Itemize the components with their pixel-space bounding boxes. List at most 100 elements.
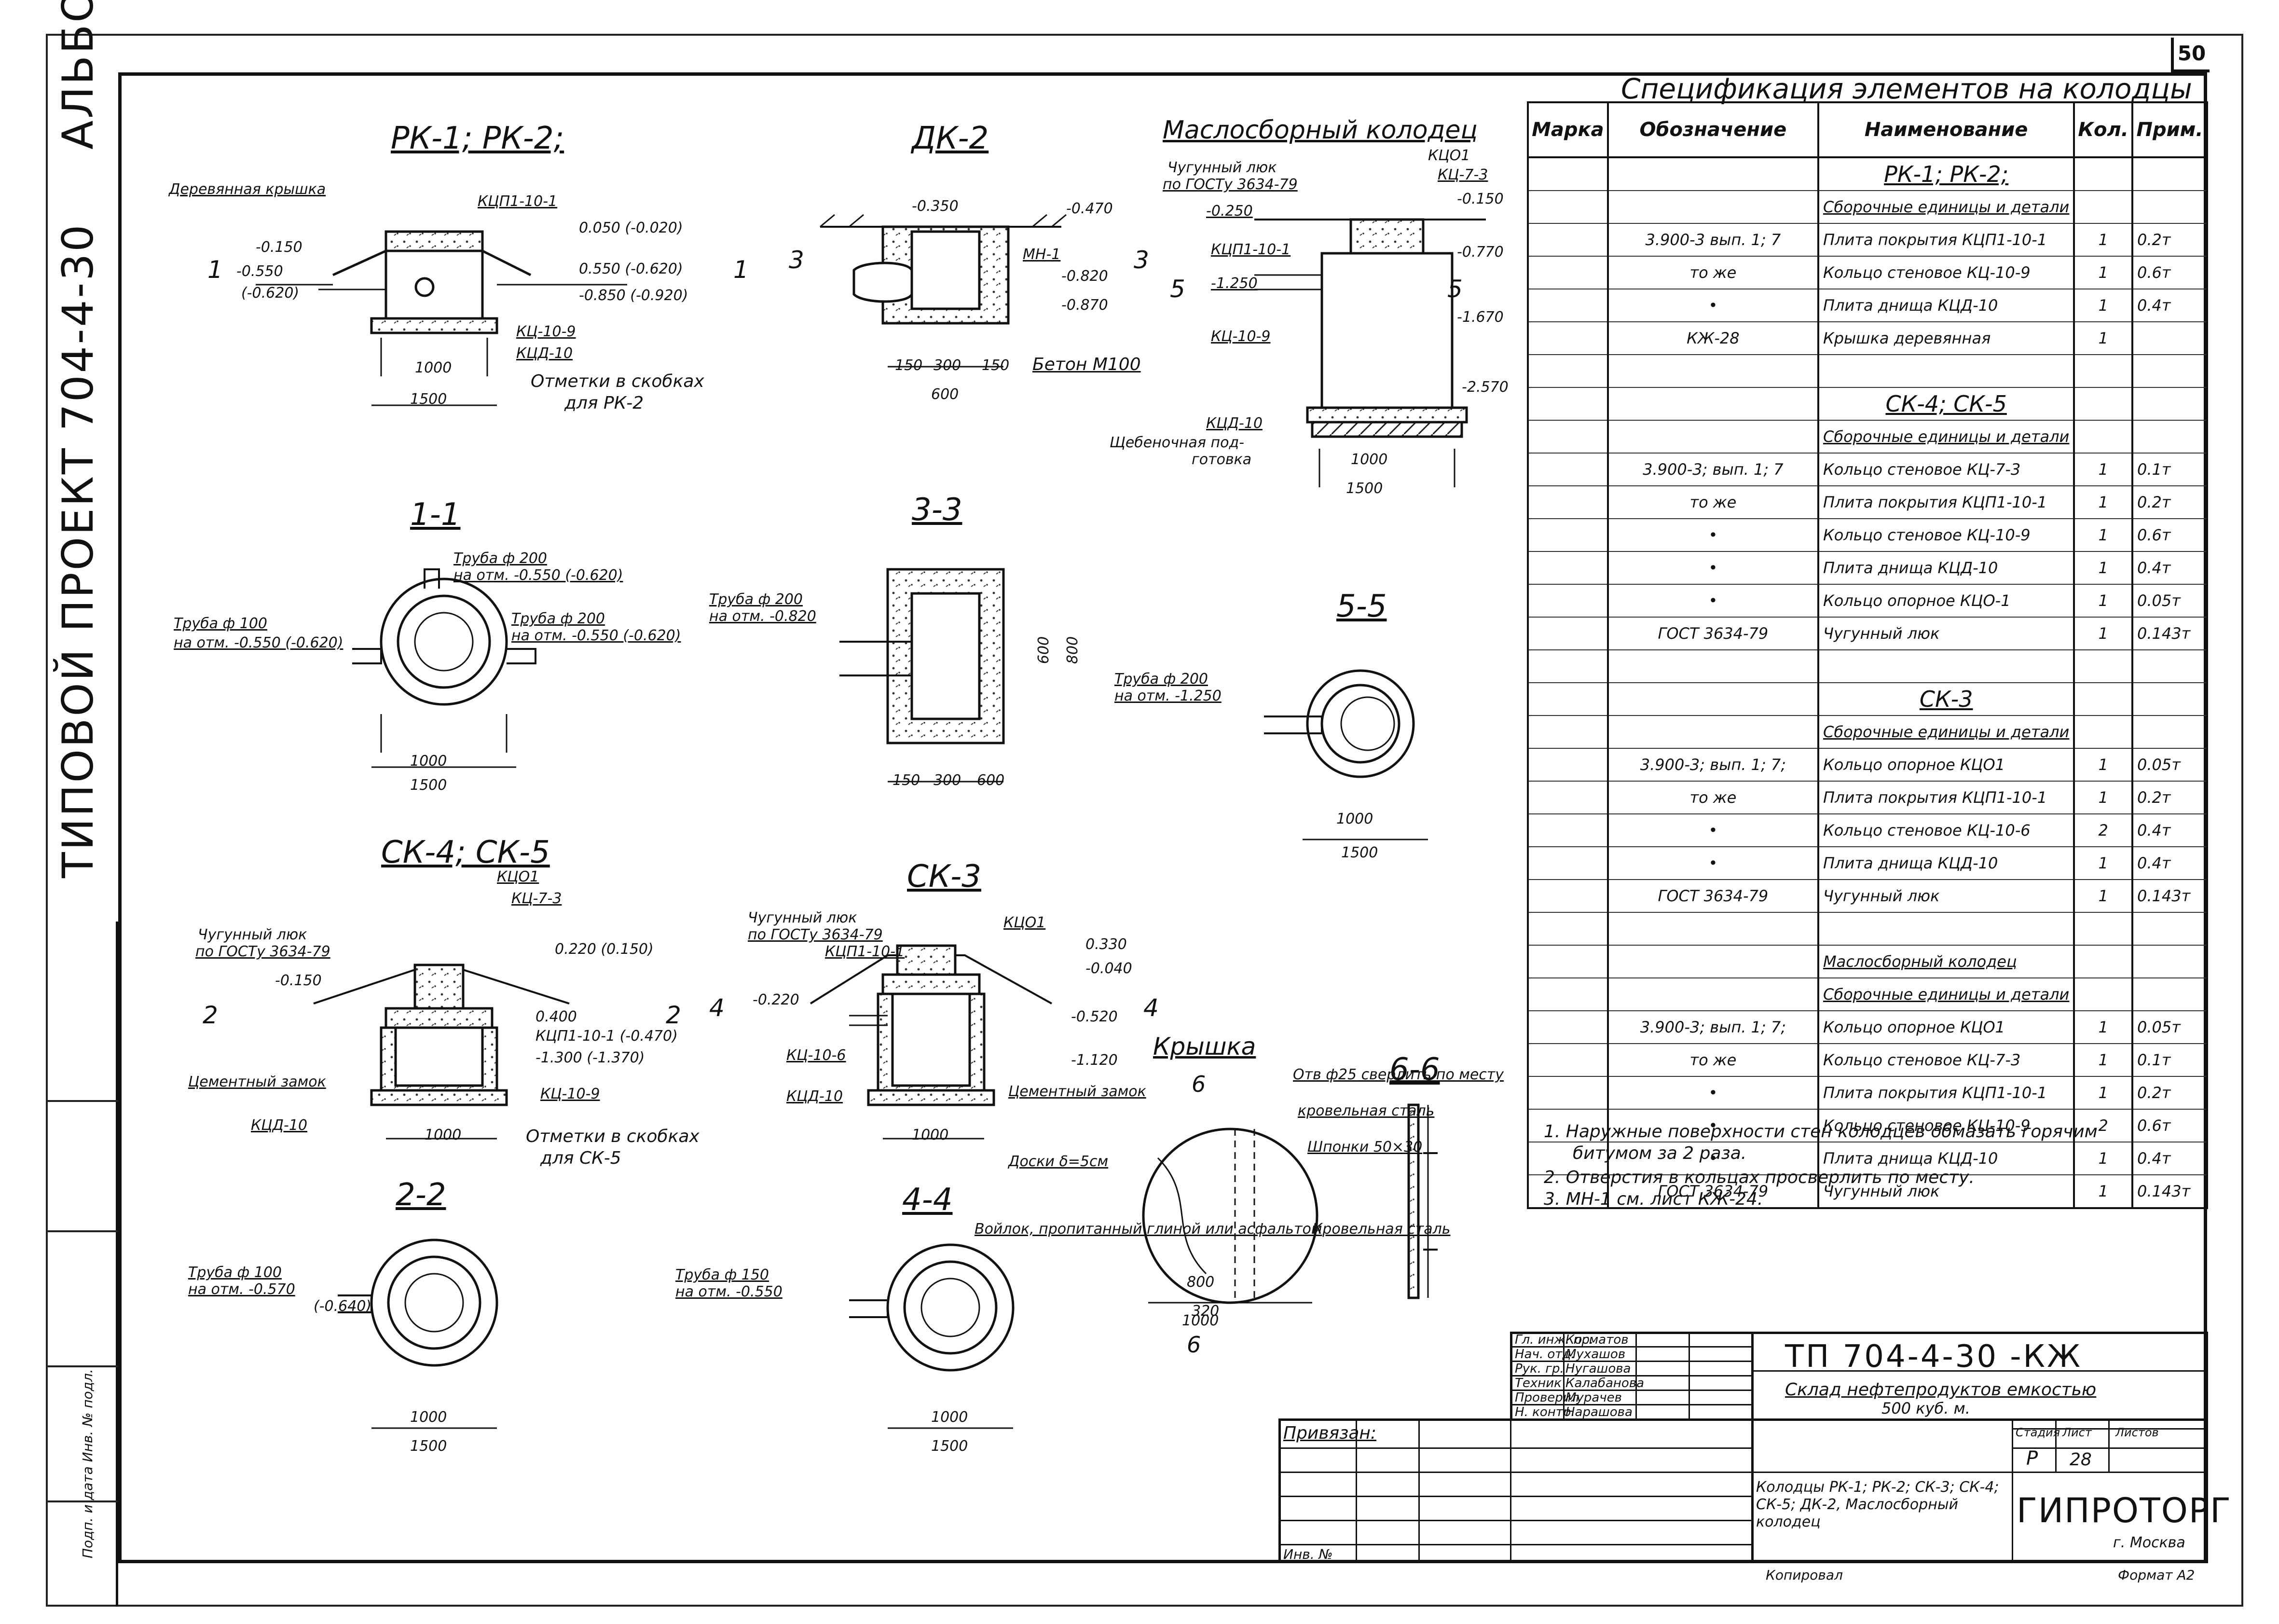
spec-cell-qty: 2 bbox=[2073, 1109, 2133, 1142]
spec-cell-qty bbox=[2073, 650, 2133, 683]
spec-row: Сборочные единицы и детали bbox=[1527, 716, 2208, 749]
sk3-label: Цементный замок bbox=[1008, 1083, 1146, 1100]
spec-cell-mark bbox=[1527, 157, 1609, 191]
dk-label: -0.470 bbox=[1066, 200, 1113, 217]
spec-cell-qty: 1 bbox=[2073, 880, 2133, 913]
spec-cell-name: Плита днища КЦД-10 bbox=[1817, 289, 2075, 322]
s55-label: Труба ф 200 bbox=[1114, 671, 1208, 688]
oil-label: КЦО1 bbox=[1428, 147, 1470, 164]
spec-cell-mark bbox=[1527, 1142, 1609, 1175]
signer-role: Проверил bbox=[1515, 1390, 1579, 1405]
spec-cell-des: • bbox=[1606, 289, 1820, 322]
sk45-label: для СК-5 bbox=[540, 1148, 621, 1168]
spec-cell-des: то же bbox=[1606, 1044, 1820, 1077]
sk3-label: -0.040 bbox=[1085, 960, 1132, 977]
rk-label: Отметки в скобках bbox=[531, 372, 704, 391]
section-mark-5: 5 bbox=[1170, 275, 1185, 303]
rk-label: 1500 bbox=[410, 391, 447, 408]
sk45-elevation bbox=[313, 963, 570, 1140]
spec-cell-qty: 1 bbox=[2073, 289, 2133, 322]
object-name: Склад нефтепродуктов емкостью bbox=[1785, 1380, 2097, 1400]
stage-value: Р bbox=[2026, 1447, 2038, 1470]
s33-label: на отм. -0.820 bbox=[709, 608, 816, 625]
spec-cell-name: Кольцо стеновое КЦ-10-6 bbox=[1817, 814, 2075, 847]
signer-role: Гл. инж. пр. bbox=[1515, 1333, 1594, 1347]
spec-cell-qty: 1 bbox=[2073, 486, 2133, 519]
dk-label: 300 bbox=[934, 357, 961, 374]
section-mark-1: 1 bbox=[733, 256, 749, 284]
s33-label: 800 bbox=[1064, 636, 1082, 664]
s22-label: (-0.640) bbox=[314, 1298, 372, 1315]
spec-cell-des: • bbox=[1606, 551, 1820, 585]
spec-cell-mark bbox=[1527, 519, 1609, 552]
lid-label: 320 bbox=[1192, 1303, 1220, 1320]
section-mark-2: 2 bbox=[203, 1001, 218, 1029]
sk45-label: Чугунный люк bbox=[198, 926, 307, 943]
spec-cell-des: то же bbox=[1606, 256, 1820, 289]
s44-label: Труба ф 150 bbox=[675, 1266, 769, 1283]
spec-cell-des: • bbox=[1606, 584, 1820, 618]
sk3-label: КЦП1-10-1 bbox=[825, 943, 905, 960]
spec-cell-mark bbox=[1527, 978, 1609, 1011]
sk45-label: КЦП1-10-1 (-0.470) bbox=[535, 1028, 678, 1045]
view-title-3-3: 3-3 bbox=[912, 492, 962, 528]
spec-cell-note: 0.4т bbox=[2131, 1142, 2208, 1175]
spec-cell-name: Сборочные единицы и детали bbox=[1817, 978, 2075, 1011]
signer-row: Нач. отд.Мухашов bbox=[1515, 1347, 1644, 1362]
spec-cell-qty bbox=[2073, 355, 2133, 388]
spec-cell-mark bbox=[1527, 1011, 1609, 1044]
spec-row bbox=[1527, 650, 2208, 683]
lid-label: 1000 bbox=[1182, 1312, 1219, 1329]
s11-label: на отм. -0.550 (-0.620) bbox=[174, 634, 343, 651]
signer-row: Н. контр.Нарашова bbox=[1515, 1405, 1644, 1419]
signers-block: Гл. инж. пр.Косматов Нач. отд.Мухашов Ру… bbox=[1515, 1333, 1644, 1419]
rk-label: 1000 bbox=[415, 359, 452, 376]
oil-label: готовка bbox=[1192, 451, 1252, 468]
inv-label: Инв. № bbox=[1283, 1546, 1333, 1562]
spec-cell-name: Плита днища КЦД-10 bbox=[1817, 1142, 2075, 1175]
spec-cell-name: Плита покрытия КЦП1-10-1 bbox=[1817, 781, 2075, 814]
sheets-header: Листов bbox=[2115, 1426, 2159, 1439]
section-1-1-plan bbox=[352, 568, 536, 768]
side-stamp-strip: Подп. и дата Инв. № подл. bbox=[46, 922, 118, 1607]
spec-cell-name: СК-4; СК-5 bbox=[1817, 387, 2075, 421]
sheet-value: 28 bbox=[2070, 1450, 2092, 1470]
section-mark-5: 5 bbox=[1447, 275, 1463, 303]
sk3-elevation bbox=[810, 944, 1052, 1140]
s11-label: 1000 bbox=[410, 753, 447, 770]
note-line: битумом за 2 раза. bbox=[1573, 1143, 1747, 1163]
signer-name: Калабанова bbox=[1565, 1376, 1645, 1390]
spec-cell-qty: 1 bbox=[2073, 519, 2133, 552]
sk3-label: КЦД-10 bbox=[786, 1088, 843, 1105]
lid-label: Доски δ=5см bbox=[1008, 1153, 1109, 1170]
spec-cell-mark bbox=[1527, 420, 1609, 454]
sk45-label: 0.220 (0.150) bbox=[555, 941, 654, 958]
section-4-4 bbox=[849, 1243, 1015, 1429]
view-title-sk3: СК-3 bbox=[907, 859, 981, 895]
sk45-label: 0.400 bbox=[535, 1008, 577, 1025]
spec-cell-qty: 1 bbox=[2073, 322, 2133, 355]
oil-label: -2.570 bbox=[1462, 379, 1509, 396]
sk45-label: -1.300 (-1.370) bbox=[535, 1049, 645, 1066]
spec-cell-name: Плита днища КЦД-10 bbox=[1817, 847, 2075, 880]
format-label: Формат А2 bbox=[2118, 1567, 2195, 1583]
spec-cell-mark bbox=[1527, 650, 1609, 683]
signer-row: Рук. гр.Нугашова bbox=[1515, 1362, 1644, 1376]
spec-cell-qty bbox=[2073, 945, 2133, 978]
spec-cell-mark bbox=[1527, 551, 1609, 585]
spec-cell-note bbox=[2131, 420, 2208, 454]
view-title-oil-collector: Маслосборный колодец bbox=[1163, 116, 1478, 145]
section-mark-1: 1 bbox=[207, 256, 223, 284]
s66-label: кровельная сталь bbox=[1298, 1102, 1435, 1119]
spec-cell-qty bbox=[2073, 420, 2133, 454]
spec-cell-note bbox=[2131, 322, 2208, 355]
sk45-label: КЦД-10 bbox=[251, 1117, 308, 1134]
spec-cell-qty: 1 bbox=[2073, 1175, 2133, 1209]
s44-label: 1000 bbox=[931, 1409, 968, 1426]
spec-cell-qty: 1 bbox=[2073, 1011, 2133, 1044]
spec-cell-des: 3.900-3; вып. 1; 7 bbox=[1606, 453, 1820, 486]
spec-cell-mark bbox=[1527, 617, 1609, 650]
